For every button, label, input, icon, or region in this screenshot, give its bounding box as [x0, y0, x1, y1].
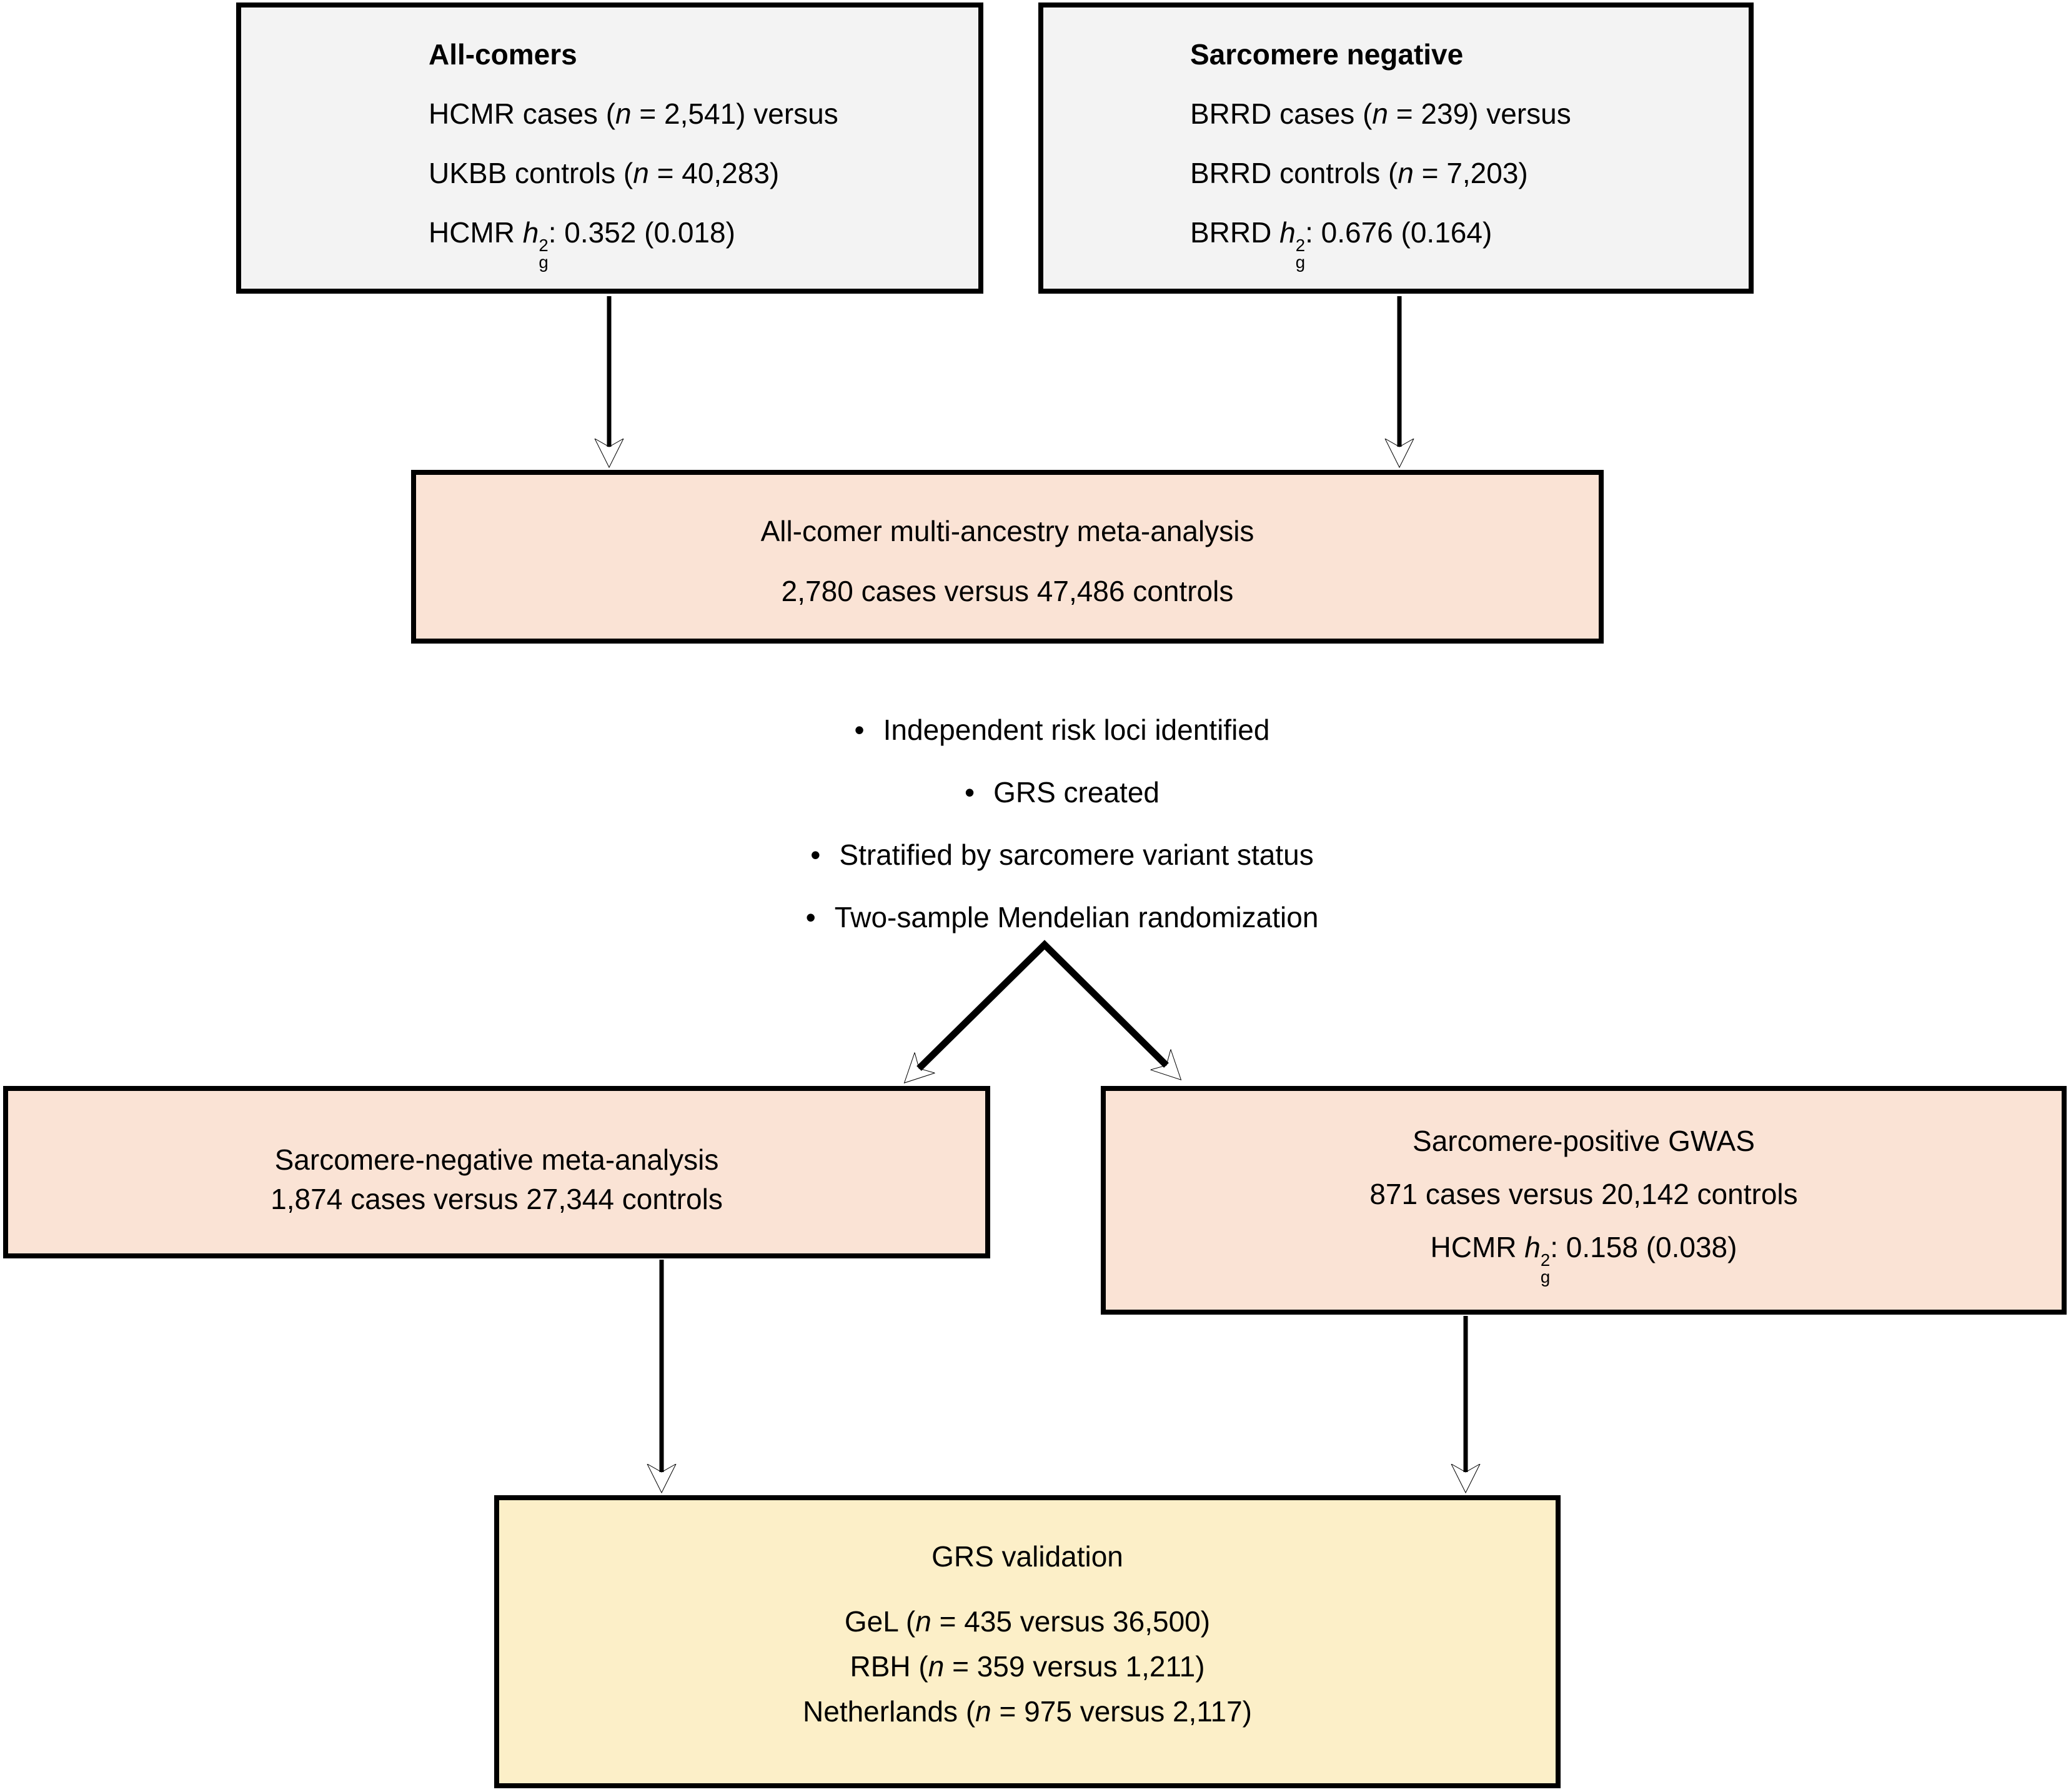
negmeta-counts-line: 1,874 cases versus 27,344 controls: [271, 1183, 723, 1215]
all-comers-cohort-box: All-comers HCMR cases (n = 2,541) versus…: [236, 2, 983, 294]
sarcomere-negative-cohort-box: Sarcomere negative BRRD cases (n = 239) …: [1038, 2, 1754, 294]
analysis-steps-bullet-list: • Independent risk loci identified • GRS c…: [625, 699, 1499, 948]
bullet-item: • Independent risk loci identified: [625, 699, 1499, 761]
bullet-item: • Two-sample Mendelian randomization: [625, 886, 1499, 948]
meta-analysis-counts-line: 2,780 cases versus 47,486 controls: [781, 575, 1234, 607]
sarcomere-positive-gwas-box: Sarcomere-positive GWAS 871 cases versus…: [1101, 1086, 2067, 1315]
bullet-item-label: Two-sample Mendelian randomization: [834, 901, 1319, 933]
all-comers-controls-line: UKBB controls (n = 40,283): [429, 157, 780, 189]
bullet-item-label: Independent risk loci identified: [883, 714, 1270, 746]
posgwas-counts-line: 871 cases versus 20,142 controls: [1369, 1178, 1798, 1210]
sarcneg-cases-line: BRRD cases (n = 239) versus: [1190, 97, 1571, 130]
sarcomere-negative-box-title: Sarcomere negative: [1190, 38, 1464, 71]
meta-analysis-title-line: All-comer multi-ancestry meta-analysis: [760, 515, 1254, 547]
bullet-item: • GRS created: [625, 761, 1499, 824]
meta-analysis-box: All-comer multi-ancestry meta-analysis 2…: [411, 470, 1604, 644]
arrow-split-to-subgroup-boxes: [919, 940, 1166, 1068]
all-comers-box-title: All-comers: [429, 38, 577, 71]
bullet-icon: •: [964, 776, 975, 809]
grs-gel-line: GeL (n = 435 versus 36,500): [844, 1605, 1211, 1638]
bullet-item: • Stratified by sarcomere variant status: [625, 824, 1499, 886]
sarcomere-negative-meta-analysis-box: Sarcomere-negative meta-analysis 1,874 c…: [3, 1086, 990, 1258]
grs-validation-box: GRS validation GeL (n = 435 versus 36,50…: [494, 1495, 1561, 1788]
bullet-icon: •: [810, 839, 821, 871]
bullet-item-label: GRS created: [993, 776, 1160, 809]
grs-netherlands-line: Netherlands (n = 975 versus 2,117): [803, 1695, 1252, 1728]
bullet-icon: •: [805, 901, 816, 933]
sarcneg-controls-line: BRRD controls (n = 7,203): [1190, 157, 1528, 189]
posgwas-title-line: Sarcomere-positive GWAS: [1413, 1125, 1755, 1157]
all-comers-cases-line: HCMR cases (n = 2,541) versus: [429, 97, 838, 130]
grs-rbh-line: RBH (n = 359 versus 1,211): [850, 1650, 1205, 1683]
bullet-icon: •: [854, 714, 865, 746]
negmeta-title-line: Sarcomere-negative meta-analysis: [274, 1143, 719, 1176]
grs-validation-title: GRS validation: [931, 1540, 1123, 1573]
bullet-item-label: Stratified by sarcomere variant status: [839, 839, 1314, 871]
